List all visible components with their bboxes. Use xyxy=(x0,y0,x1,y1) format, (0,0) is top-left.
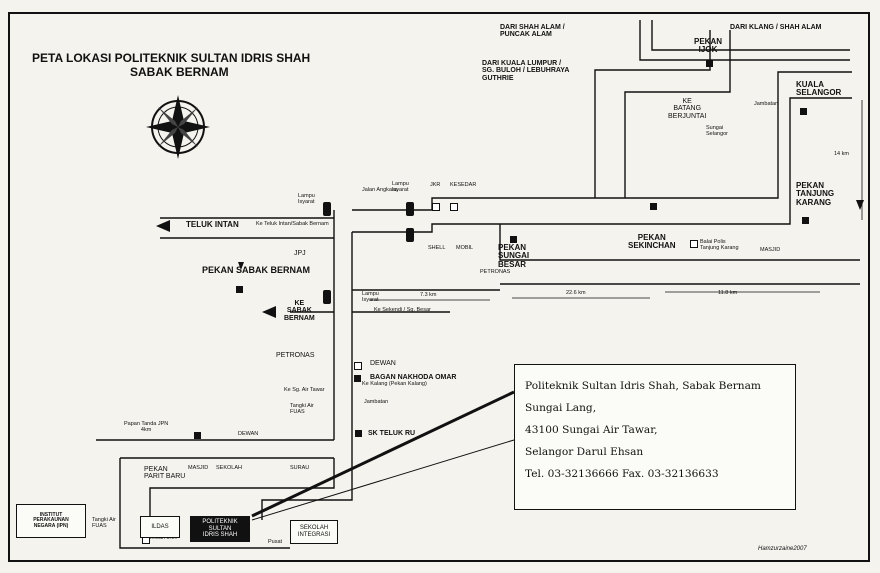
label-jambatan-2: Jambatan xyxy=(754,101,779,107)
landmark-tanjung-karang xyxy=(802,217,809,224)
label-dewan-1: DEWAN xyxy=(370,360,396,367)
distance-14: 14 km xyxy=(834,151,849,157)
label-masjid-2: MASJID xyxy=(760,247,781,253)
traffic-light-icon xyxy=(323,202,414,304)
road-north-klang xyxy=(639,20,850,61)
label-mobil: MOBIL xyxy=(456,245,474,251)
label-tangki-air-2: Tangki Air FUAS xyxy=(92,517,116,529)
landmark-sungai-besar xyxy=(510,236,517,243)
address-line-1: Politeknik Sultan Idris Shah, Sabak Bern… xyxy=(525,380,761,392)
place-pekan-ijok: PEKAN IJOK xyxy=(694,37,723,55)
road-north-b xyxy=(624,30,731,198)
label-petronas-2: PETRONAS xyxy=(276,352,315,359)
map-title-line1: PETA LOKASI POLITEKNIK SULTAN IDRIS SHAH xyxy=(32,51,311,65)
label-shell: SHELL xyxy=(428,245,446,251)
road-poli xyxy=(261,440,353,520)
place-pekan-tanjung-karang: PEKAN TANJUNG KARANG xyxy=(796,181,835,207)
landmark-sekinchan xyxy=(650,203,657,210)
place-ke-sabak-bernam: KE SABAK BERNAM xyxy=(284,300,315,322)
label-ke-kalang: Ke Kalang (Pekan Kalang) xyxy=(362,381,427,387)
address-box: Politeknik Sultan Idris Shah, Sabak Bern… xyxy=(514,364,796,510)
label-bagan-nakhoda-omar: BAGAN NAKHODA OMAR xyxy=(370,374,457,381)
building-sekolah-integrasi: SEKOLAH INTEGRASI xyxy=(290,520,338,544)
arrow-teluk-intan xyxy=(156,220,170,232)
road-top-east xyxy=(352,71,852,211)
label-pekan-parit-baru: PEKAN PARIT BARU xyxy=(144,466,186,481)
pointer-line xyxy=(251,390,515,518)
landmark-sabak-bernam xyxy=(236,286,243,293)
landmark-dewan xyxy=(194,432,201,439)
distance-7-3: 7.3 km xyxy=(420,292,437,298)
label-kesedar: KESEDAR xyxy=(450,182,477,188)
label-sk-teluk-ru: SK TELUK RU xyxy=(368,430,416,437)
map-title-line2: SABAK BERNAM xyxy=(130,65,229,79)
landmark-kesedar xyxy=(450,203,458,211)
place-teluk-intan: TELUK INTAN xyxy=(186,220,239,229)
label-surau: SURAU xyxy=(290,465,310,471)
label-jambatan: Jambatan xyxy=(364,399,389,405)
landmark-balai-polis xyxy=(690,240,698,248)
label-ke-sg-air-tawar: Ke Sg. Air Tawar xyxy=(284,387,325,393)
arrow-sabak xyxy=(262,306,276,318)
place-pekan-sekinchan: PEKAN SEKINCHAN xyxy=(628,233,676,251)
label-jalan-angkasa: Jalan Angkasa xyxy=(362,187,398,193)
map-frame xyxy=(8,12,870,562)
road-top-east-inner xyxy=(352,97,852,233)
building-politeknik: POLITEKNIK SULTAN IDRIS SHAH xyxy=(190,516,250,542)
signature: Hamzurzaine2007 xyxy=(758,546,807,552)
distance-11-8: 11.8 km xyxy=(718,290,738,296)
label-lampu-isyarat-1: Lampu Isyarat xyxy=(298,193,315,205)
road-campus-loop xyxy=(119,458,290,549)
road-sekinchan xyxy=(499,224,860,261)
address-line-3: 43100 Sungai Air Tawar, xyxy=(525,424,658,436)
road-north-klang-2 xyxy=(651,20,850,51)
place-pekan-sungai-besar: PEKAN SUNGAI BESAR xyxy=(498,243,530,269)
label-dewan-2: DEWAN xyxy=(238,431,259,437)
label-pusat: Pusat xyxy=(268,539,283,545)
pointer-line-thin xyxy=(251,439,515,521)
compass-icon xyxy=(146,95,210,159)
label-tangki-air-1: Tangki Air FUAS xyxy=(290,403,314,415)
arrow-sabak-bernam xyxy=(238,262,244,270)
building-institut-ipn: INSTITUT PERAKAUNAN NEGARA (IPN) xyxy=(16,504,86,538)
landmark-dewan-outline xyxy=(354,362,362,370)
label-balai-polis: Balai Polis Tanjung Karang xyxy=(700,239,739,251)
landmark-sk-teluk-ru xyxy=(355,430,362,437)
place-dari-kuala-lumpur: DARI KUALA LUMPUR / SG. BULOH / LEBUHRAY… xyxy=(482,60,570,82)
distance-22-6: 22.6 km xyxy=(566,290,586,296)
arrow-tanjung xyxy=(856,200,864,210)
place-dari-klang: DARI KLANG / SHAH ALAM xyxy=(730,24,822,31)
label-lampu-isyarat-3: Lampu Isyarat xyxy=(362,291,379,303)
label-ke-sekendi: Ke Sekendi / Sg. Besar xyxy=(374,307,431,313)
label-dewan-jkk: Dewan JKK xyxy=(148,535,177,541)
building-ildas: ILDAS xyxy=(140,516,180,538)
label-lampu-isyarat-2: Lampu Isyarat xyxy=(392,181,409,193)
place-ke-batang-berjuntai: KE BATANG BERJUNTAI xyxy=(668,98,707,120)
label-papan-tanda: Papan Tanda JPN 4km xyxy=(124,421,169,433)
address-line-4: Selangor Darul Ehsan xyxy=(525,446,644,458)
label-petronas-1: PETRONAS xyxy=(480,269,511,275)
place-kuala-selangor: KUALA SELANGOR xyxy=(796,80,842,98)
landmark-kuala-selangor xyxy=(800,108,807,115)
label-jkr: JKR xyxy=(430,182,441,188)
label-masjid-1: MASJID xyxy=(188,465,209,471)
landmark-bagan xyxy=(354,375,361,382)
road-poli-2 xyxy=(149,458,335,520)
label-ke-teluk-intan: Ke Teluk Intan/Sabak Bernam xyxy=(256,221,329,227)
label-sekolah: SEKOLAH xyxy=(216,465,242,471)
landmark-ijok xyxy=(706,60,713,67)
label-jpj: JPJ xyxy=(294,250,306,257)
address-line-5: Tel. 03-32136666 Fax. 03-32136633 xyxy=(525,468,719,480)
place-pekan-sabak-bernam: PEKAN SABAK BERNAM xyxy=(202,265,311,275)
label-sungai-selangor: Sungai Selangor xyxy=(706,125,729,137)
address-line-2: Sungai Lang, xyxy=(525,402,597,414)
place-dari-shah-alam: DARI SHAH ALAM / PUNCAK ALAM xyxy=(500,24,565,39)
landmark-jkr xyxy=(432,203,440,211)
